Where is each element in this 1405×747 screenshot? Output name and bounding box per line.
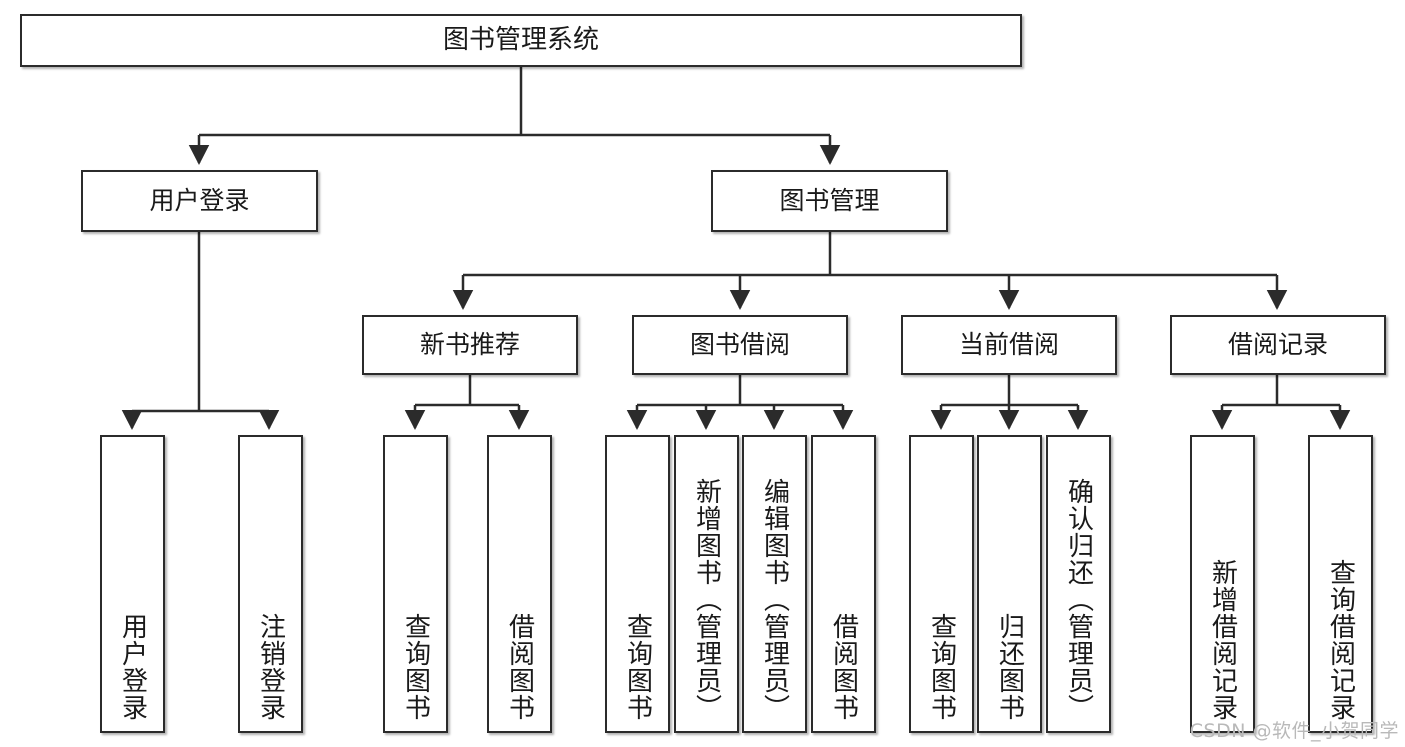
node-borrow-record[interactable]: 借阅记录 <box>1170 315 1386 375</box>
node-root[interactable]: 图书管理系统 <box>20 14 1022 67</box>
node-leaf-return-book[interactable]: 归还图书 <box>977 435 1042 733</box>
edge-root-bus <box>199 67 830 137</box>
node-leaf-confirm-return-label: 确认归还（管理员） <box>1063 478 1094 721</box>
edge-book-borrow-bus <box>637 375 843 407</box>
node-leaf-borrow-book-2-label: 借阅图书 <box>828 613 859 721</box>
node-borrow-record-label: 借阅记录 <box>1227 330 1328 360</box>
node-new-book-recommend[interactable]: 新书推荐 <box>362 315 578 375</box>
csdn-watermark: CSDN @软件_小贺同学 <box>1189 720 1399 742</box>
node-book-manage-label: 图书管理 <box>779 186 880 216</box>
node-root-label: 图书管理系统 <box>442 25 599 56</box>
edge-borrow-record-bus <box>1222 375 1340 407</box>
node-leaf-add-record-label: 新增借阅记录 <box>1207 559 1238 721</box>
node-book-borrow[interactable]: 图书借阅 <box>632 315 848 375</box>
node-leaf-confirm-return[interactable]: 确认归还（管理员） <box>1046 435 1111 733</box>
node-leaf-query-book-3-label: 查询图书 <box>926 613 957 721</box>
node-leaf-edit-book-label: 编辑图书（管理员） <box>759 478 790 721</box>
edge-user-login-bus <box>132 232 269 413</box>
node-leaf-add-book[interactable]: 新增图书（管理员） <box>674 435 739 733</box>
edge-current-borrow-bus <box>941 375 1078 407</box>
node-leaf-borrow-book-2[interactable]: 借阅图书 <box>811 435 876 733</box>
node-leaf-borrow-book-1[interactable]: 借阅图书 <box>487 435 552 733</box>
node-leaf-add-record[interactable]: 新增借阅记录 <box>1190 435 1255 733</box>
node-leaf-return-book-label: 归还图书 <box>994 613 1025 721</box>
node-leaf-query-book-3[interactable]: 查询图书 <box>909 435 974 733</box>
node-leaf-add-book-label: 新增图书（管理员） <box>691 478 722 721</box>
node-leaf-borrow-book-1-label: 借阅图书 <box>504 613 535 721</box>
node-user-login-label: 用户登录 <box>149 186 250 216</box>
node-leaf-query-book-2[interactable]: 查询图书 <box>605 435 670 733</box>
node-leaf-query-record[interactable]: 查询借阅记录 <box>1308 435 1373 733</box>
node-leaf-user-login[interactable]: 用户登录 <box>100 435 165 733</box>
edge-new-book-bus <box>415 375 519 407</box>
node-leaf-query-record-label: 查询借阅记录 <box>1325 559 1356 721</box>
node-current-borrow-label: 当前借阅 <box>958 330 1059 360</box>
node-leaf-query-book-2-label: 查询图书 <box>622 613 653 721</box>
node-leaf-logout[interactable]: 注销登录 <box>238 435 303 733</box>
node-leaf-logout-label: 注销登录 <box>255 613 286 721</box>
node-leaf-edit-book[interactable]: 编辑图书（管理员） <box>742 435 807 733</box>
node-current-borrow[interactable]: 当前借阅 <box>901 315 1117 375</box>
node-book-borrow-label: 图书借阅 <box>689 330 790 360</box>
node-leaf-user-login-label: 用户登录 <box>117 613 148 721</box>
node-new-book-recommend-label: 新书推荐 <box>419 330 520 360</box>
edge-book-manage-bus <box>463 232 1277 277</box>
node-leaf-query-book-1-label: 查询图书 <box>400 613 431 721</box>
node-book-manage[interactable]: 图书管理 <box>711 170 948 232</box>
node-user-login[interactable]: 用户登录 <box>81 170 318 232</box>
node-leaf-query-book-1[interactable]: 查询图书 <box>383 435 448 733</box>
